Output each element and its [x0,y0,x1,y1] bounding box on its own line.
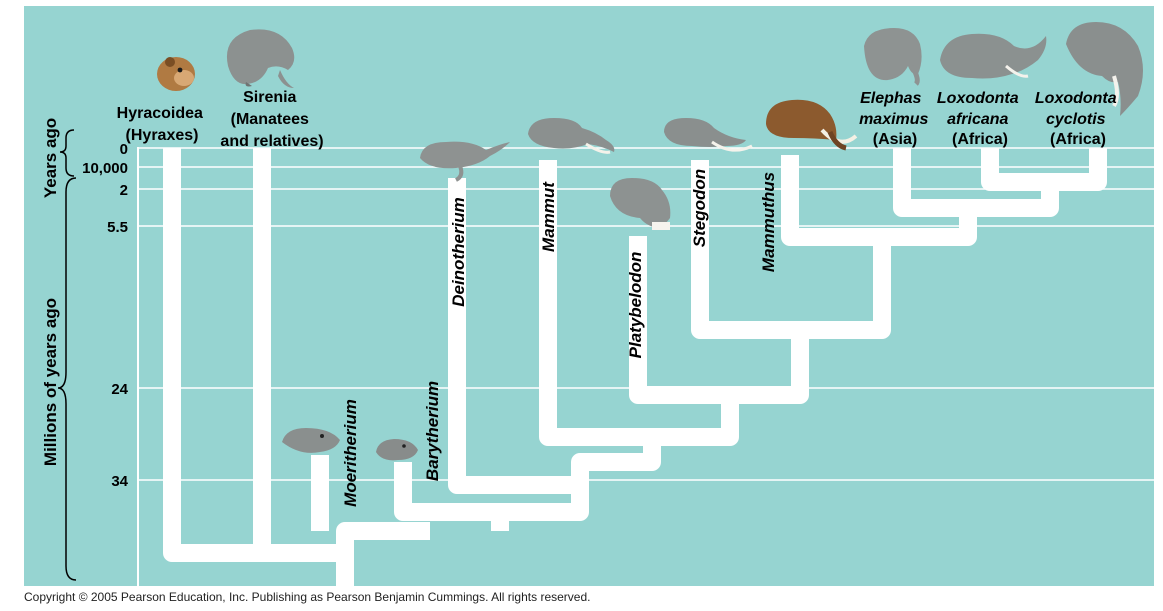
label-line: Hyracoidea [117,105,203,122]
label-line: Loxodonta [1035,90,1117,107]
label-line: Sirenia [243,89,296,106]
label-line: africana [947,111,1008,128]
label-line: (Africa) [1050,131,1106,148]
hyrax-icon [157,57,195,91]
copyright-notice: Copyright © 2005 Pearson Education, Inc.… [24,590,590,604]
tick-label: 34 [111,473,128,490]
label-line: maximus [859,111,928,128]
label-line: cyclotis [1046,111,1106,128]
label-line: (Africa) [952,131,1008,148]
tick-label: 24 [111,381,128,398]
label-moeritherium: Moeritherium [341,399,360,507]
label-line: and relatives) [220,133,323,150]
tick-label: 10,000 [82,160,128,177]
years-ago-label: Years ago [41,118,60,198]
label-barytherium: Barytherium [423,381,442,481]
label-line: (Manatees [231,111,309,128]
label-deinotherium: Deinotherium [449,197,468,307]
label-mammuthus: Mammuthus [759,172,778,272]
label-line: Loxodonta [937,90,1019,107]
label-line: Elephas [860,90,921,107]
label-mammut: Mammut [539,181,558,252]
tick-label: 5.5 [107,219,128,236]
label-line: (Asia) [873,131,917,148]
millions-years-ago-label: Millions of years ago [41,298,60,466]
label-stegodon: Stegodon [690,169,709,247]
label-line: (Hyraxes) [126,127,199,144]
label-platybelodon: Platybelodon [626,252,645,359]
tick-label: 2 [120,182,128,199]
